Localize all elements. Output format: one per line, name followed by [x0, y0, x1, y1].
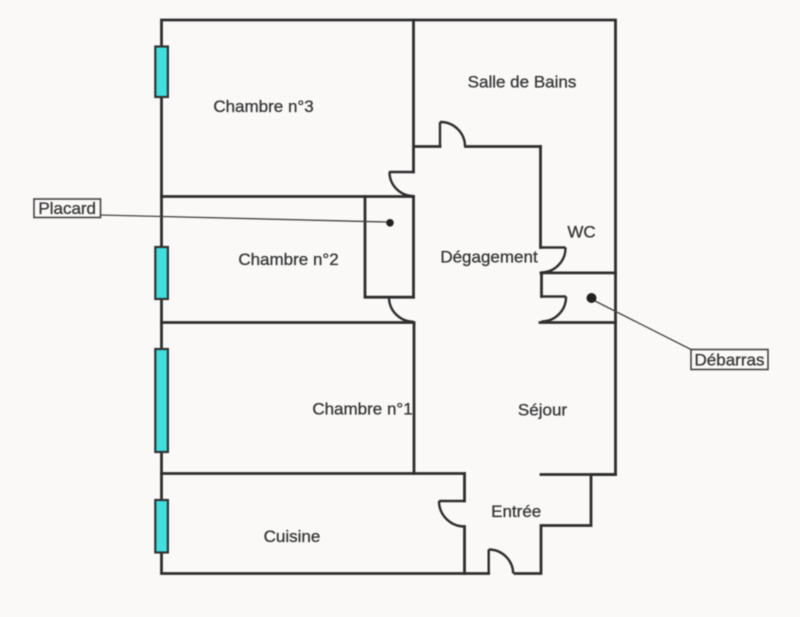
svg-text:Séjour: Séjour [518, 401, 567, 420]
svg-text:Débarras: Débarras [695, 351, 765, 370]
svg-text:Chambre n°2: Chambre n°2 [238, 250, 338, 269]
svg-text:Cuisine: Cuisine [264, 527, 321, 546]
svg-text:Dégagement: Dégagement [440, 248, 538, 267]
svg-text:Entrée: Entrée [491, 502, 541, 521]
svg-text:Chambre n°3: Chambre n°3 [213, 97, 313, 116]
svg-text:Salle de Bains: Salle de Bains [468, 73, 577, 92]
svg-text:WC: WC [567, 223, 595, 242]
svg-text:Chambre n°1: Chambre n°1 [312, 400, 412, 419]
svg-text:Placard: Placard [38, 199, 96, 218]
